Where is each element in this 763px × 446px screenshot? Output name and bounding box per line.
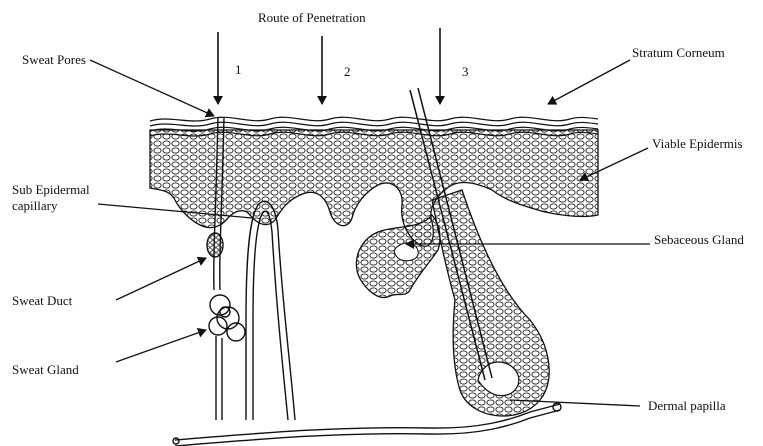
sweat-duct-leader [116, 258, 206, 300]
capillary-loop [246, 201, 295, 420]
viable-epidermis-label: Viable Epidermis [652, 136, 743, 151]
diagram-title: Route of Penetration [258, 10, 366, 25]
sweat-duct-label: Sweat Duct [12, 293, 72, 308]
sebaceous-gland-label: Sebaceous Gland [654, 232, 744, 247]
sub-epidermal-label-line1: Sub Epidermal [12, 182, 90, 197]
route-label-1: 1 [235, 62, 242, 77]
route-label-2: 2 [344, 64, 351, 79]
dermal-papilla-label: Dermal papilla [648, 398, 726, 413]
stratum-corneum-leader [548, 60, 630, 104]
sweat-pores-label: Sweat Pores [22, 52, 86, 67]
sebaceous-gland-inner [394, 243, 418, 261]
leader-lines [90, 60, 650, 406]
stratum-corneum-label: Stratum Corneum [632, 45, 725, 60]
sweat-gland-leader [116, 330, 206, 362]
sweat-gland-label: Sweat Gland [12, 362, 79, 377]
route-label-3: 3 [462, 64, 469, 79]
route-arrows [218, 28, 440, 104]
sub-epidermal-label-line2: capillary [12, 198, 57, 213]
sweat-pores-leader [90, 60, 214, 116]
